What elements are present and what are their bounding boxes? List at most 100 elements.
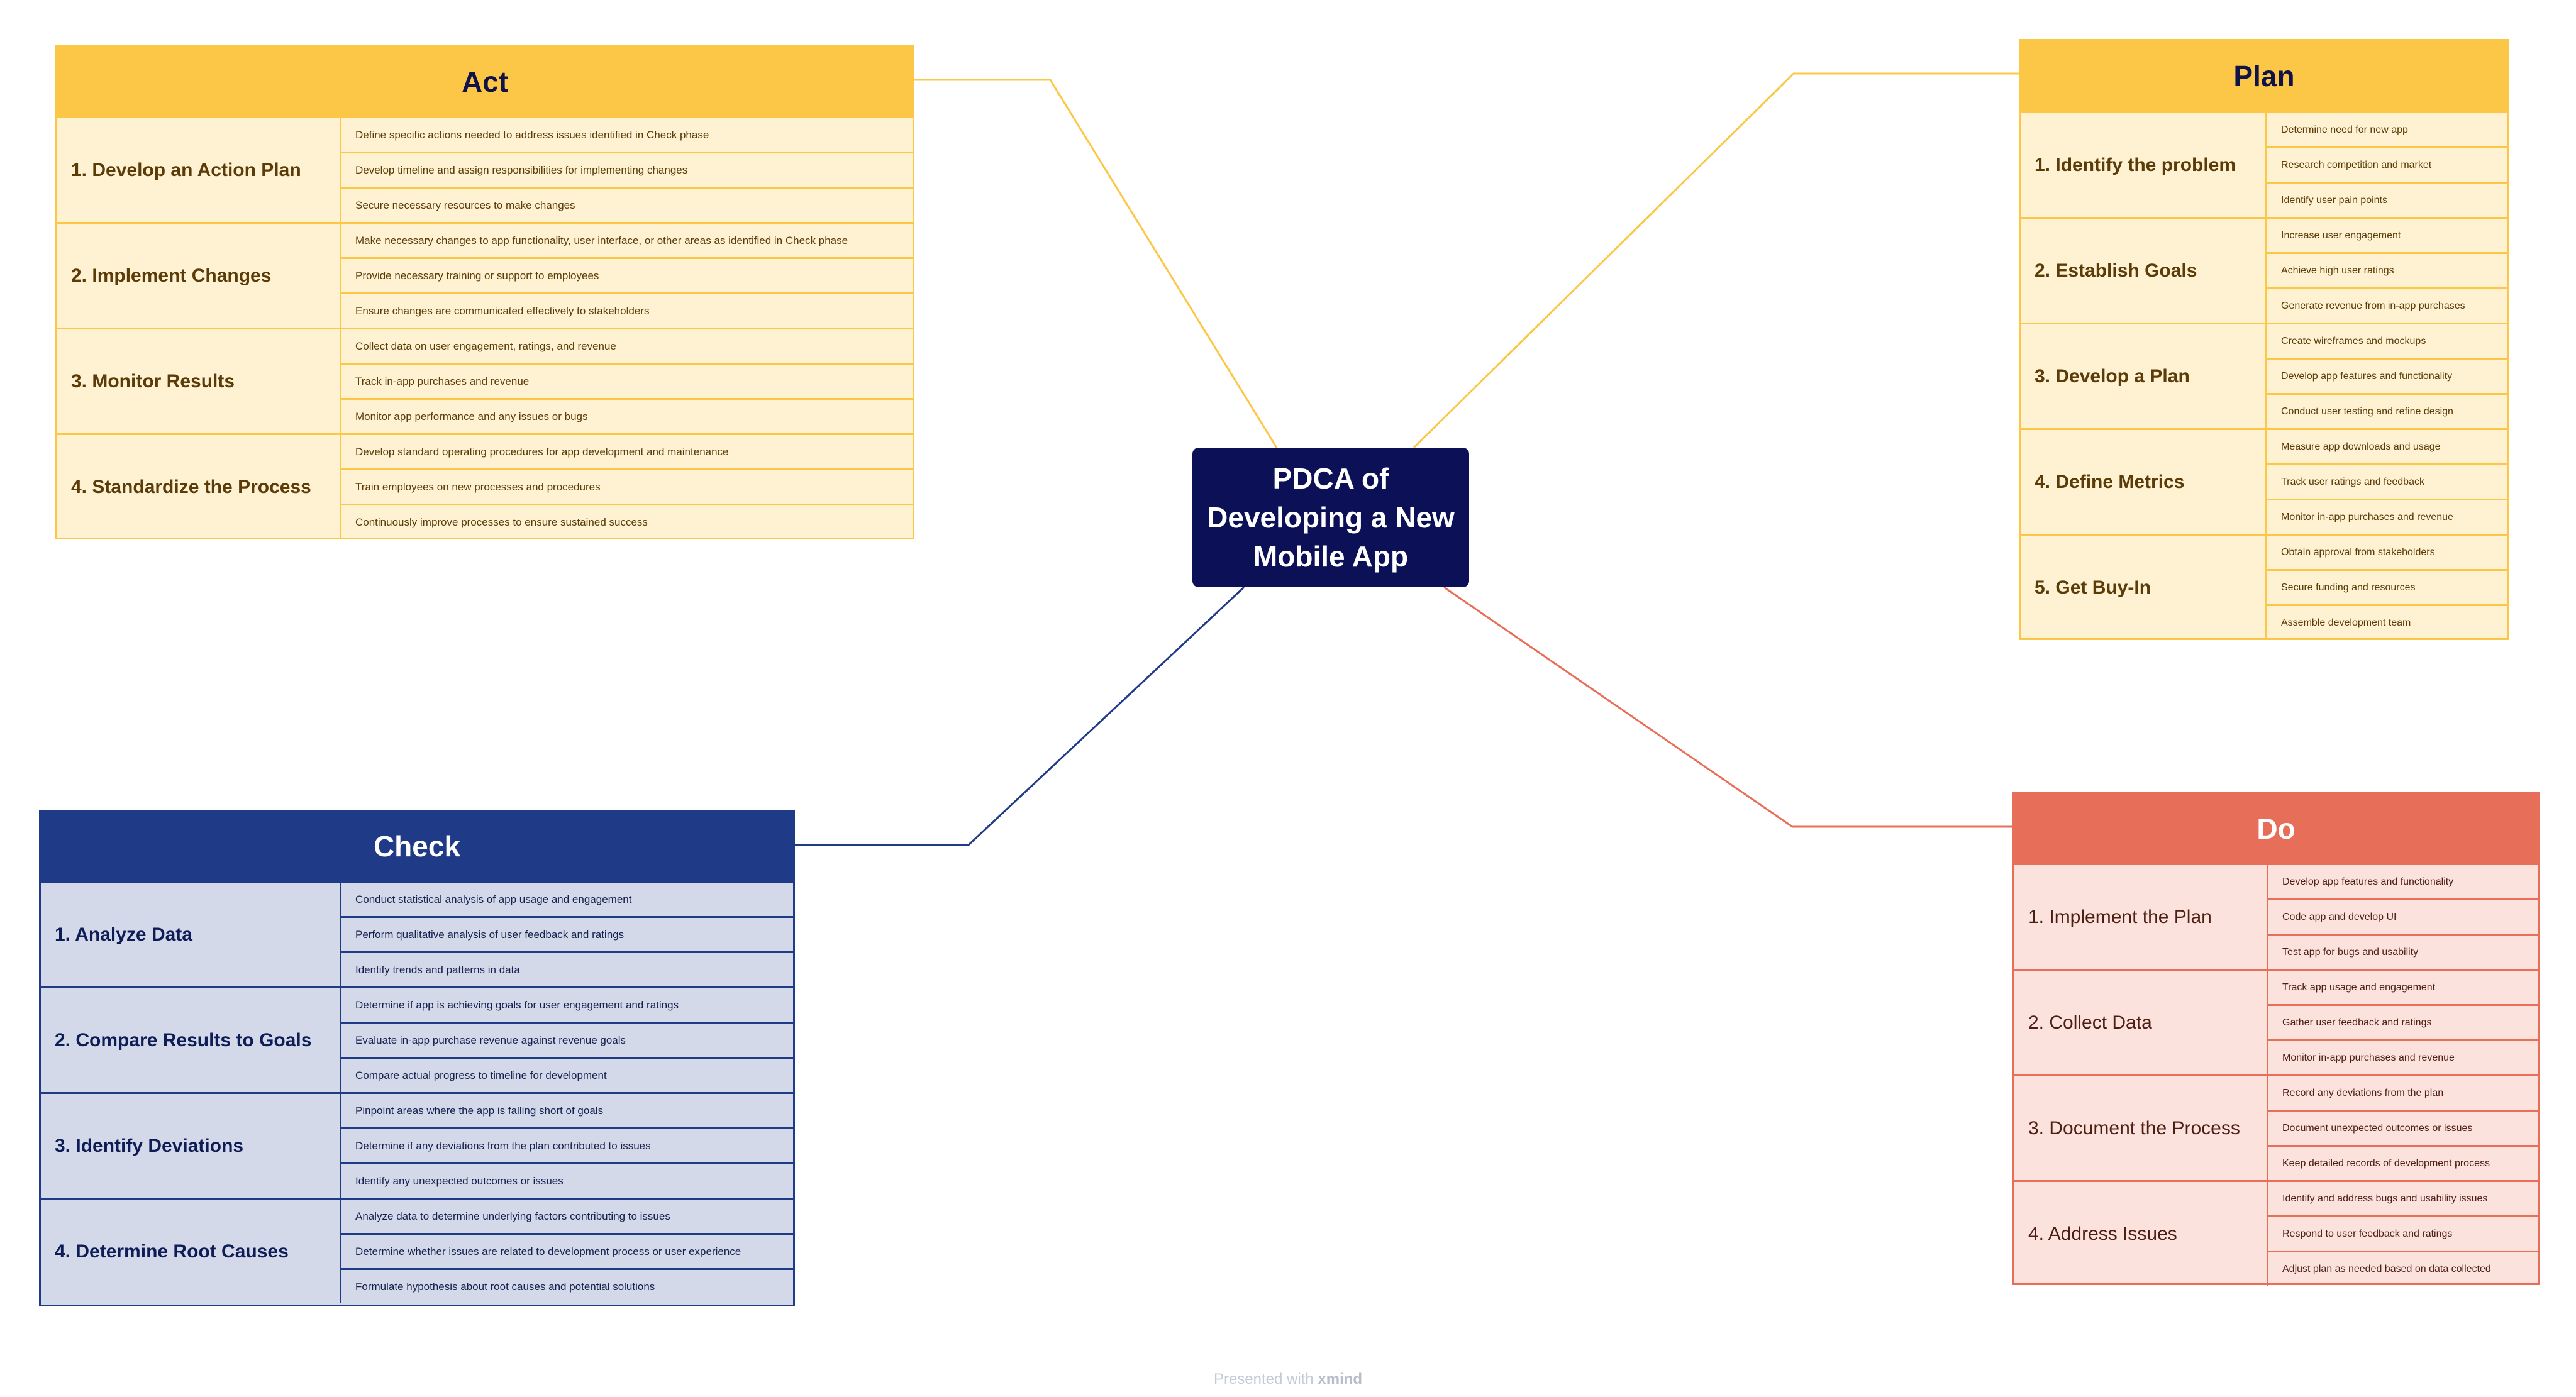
plan-group-title[interactable]: 4. Define Metrics: [2021, 430, 2267, 534]
act-item[interactable]: Continuously improve processes to ensure…: [341, 504, 913, 539]
plan-item[interactable]: Measure app downloads and usage: [2281, 441, 2441, 452]
check-item[interactable]: Determine if app is achieving goals for …: [355, 998, 679, 1011]
act-group: 1. Develop an Action Plan Define specifi…: [57, 116, 913, 222]
check-group: 2. Compare Results to Goals Determine if…: [41, 986, 793, 1092]
act-item[interactable]: Secure necessary resources to make chang…: [341, 187, 913, 222]
check-group-title[interactable]: 3. Identify Deviations: [41, 1094, 341, 1198]
act-group-title[interactable]: 4. Standardize the Process: [57, 435, 341, 539]
plan-group: 4. Define Metrics Measure app downloads …: [2021, 428, 2507, 534]
do-item[interactable]: Respond to user feedback and ratings: [2268, 1215, 2538, 1251]
do-group-title[interactable]: 4. Address Issues: [2014, 1182, 2268, 1286]
plan-item[interactable]: Secure funding and resources: [2267, 569, 2507, 604]
do-panel-title[interactable]: Do: [2014, 794, 2538, 863]
check-item[interactable]: Formulate hypothesis about root causes a…: [341, 1268, 793, 1303]
plan-item[interactable]: Create wireframes and mockups: [2281, 335, 2426, 346]
check-item[interactable]: Determine whether issues are related to …: [341, 1233, 793, 1268]
act-panel-title[interactable]: Act: [57, 47, 913, 116]
plan-item[interactable]: Generate revenue from in-app purchases: [2267, 287, 2507, 323]
do-item[interactable]: Test app for bugs and usability: [2268, 934, 2538, 969]
act-item[interactable]: Train employees on new processes and pro…: [341, 468, 913, 504]
check-panel-title[interactable]: Check: [41, 812, 793, 881]
do-group: 3. Document the Process Record any devia…: [2014, 1074, 2538, 1180]
do-item[interactable]: Keep detailed records of development pro…: [2268, 1145, 2538, 1180]
check-panel[interactable]: Check 1. Analyze Data Conduct statistica…: [39, 810, 795, 1306]
check-group: 3. Identify Deviations Pinpoint areas wh…: [41, 1092, 793, 1198]
do-group-title[interactable]: 2. Collect Data: [2014, 971, 2268, 1074]
act-item[interactable]: Develop timeline and assign responsibili…: [341, 152, 913, 187]
do-panel[interactable]: Do 1. Implement the Plan Develop app fea…: [2012, 792, 2540, 1286]
connector-check: [795, 586, 1245, 846]
do-item[interactable]: Adjust plan as needed based on data coll…: [2268, 1251, 2538, 1286]
check-group-title[interactable]: 4. Determine Root Causes: [41, 1200, 341, 1303]
connector-do: [1443, 586, 2012, 828]
check-item[interactable]: Determine if any deviations from the pla…: [341, 1127, 793, 1162]
check-item[interactable]: Compare actual progress to timeline for …: [341, 1057, 793, 1092]
plan-item[interactable]: Develop app features and functionality: [2267, 358, 2507, 393]
plan-item[interactable]: Research competition and market: [2267, 146, 2507, 182]
do-item[interactable]: Identify and address bugs and usability …: [2282, 1193, 2488, 1204]
act-item[interactable]: Track in-app purchases and revenue: [341, 363, 913, 398]
act-group: 2. Implement Changes Make necessary chan…: [57, 222, 913, 328]
act-item[interactable]: Define specific actions needed to addres…: [355, 128, 709, 141]
do-item[interactable]: Document unexpected outcomes or issues: [2268, 1110, 2538, 1145]
act-group-title[interactable]: 3. Monitor Results: [57, 329, 341, 433]
do-item[interactable]: Monitor in-app purchases and revenue: [2268, 1039, 2538, 1074]
plan-item[interactable]: Assemble development team: [2267, 604, 2507, 639]
xmind-logo: xmind: [1318, 1371, 1363, 1388]
check-item[interactable]: Conduct statistical analysis of app usag…: [355, 893, 632, 905]
plan-group-title[interactable]: 3. Develop a Plan: [2021, 324, 2267, 428]
act-group-title[interactable]: 2. Implement Changes: [57, 224, 341, 328]
check-item[interactable]: Identify any unexpected outcomes or issu…: [341, 1162, 793, 1198]
plan-group-title[interactable]: 2. Establish Goals: [2021, 219, 2267, 323]
plan-group: 5. Get Buy-In Obtain approval from stake…: [2021, 534, 2507, 639]
footer-credit: Presented with xmind: [0, 1371, 2576, 1388]
plan-item[interactable]: Achieve high user ratings: [2267, 252, 2507, 287]
plan-group: 3. Develop a Plan Create wireframes and …: [2021, 323, 2507, 428]
act-panel[interactable]: Act 1. Develop an Action Plan Define spe…: [55, 45, 914, 539]
plan-item[interactable]: Identify user pain points: [2267, 182, 2507, 217]
connector-plan: [1413, 72, 2019, 449]
plan-item[interactable]: Conduct user testing and refine design: [2267, 393, 2507, 428]
act-item[interactable]: Monitor app performance and any issues o…: [341, 398, 913, 433]
check-group-title[interactable]: 1. Analyze Data: [41, 883, 341, 986]
act-item[interactable]: Develop standard operating procedures fo…: [355, 445, 729, 458]
do-item[interactable]: Develop app features and functionality: [2282, 876, 2454, 887]
do-item[interactable]: Code app and develop UI: [2268, 898, 2538, 934]
plan-item[interactable]: Track user ratings and feedback: [2267, 463, 2507, 499]
act-item[interactable]: Provide necessary training or support to…: [341, 257, 913, 292]
do-item[interactable]: Record any deviations from the plan: [2282, 1087, 2444, 1098]
connector-act: [914, 79, 1278, 448]
check-group: 1. Analyze Data Conduct statistical anal…: [41, 881, 793, 986]
do-group: 4. Address Issues Identify and address b…: [2014, 1180, 2538, 1286]
plan-group-title[interactable]: 5. Get Buy-In: [2021, 536, 2267, 639]
plan-item[interactable]: Increase user engagement: [2281, 229, 2401, 241]
do-item[interactable]: Gather user feedback and ratings: [2268, 1004, 2538, 1039]
do-group-title[interactable]: 1. Implement the Plan: [2014, 865, 2268, 969]
do-group-title[interactable]: 3. Document the Process: [2014, 1076, 2268, 1180]
check-item[interactable]: Perform qualitative analysis of user fee…: [341, 916, 793, 951]
plan-panel[interactable]: Plan 1. Identify the problem Determine n…: [2019, 39, 2509, 640]
act-item[interactable]: Ensure changes are communicated effectiv…: [341, 292, 913, 328]
plan-item[interactable]: Monitor in-app purchases and revenue: [2267, 499, 2507, 534]
do-item[interactable]: Track app usage and engagement: [2282, 981, 2436, 993]
check-item[interactable]: Pinpoint areas where the app is falling …: [355, 1104, 604, 1117]
plan-item[interactable]: Determine need for new app: [2281, 124, 2408, 135]
central-topic[interactable]: PDCA of Developing a New Mobile App: [1192, 448, 1469, 587]
check-group-title[interactable]: 2. Compare Results to Goals: [41, 988, 341, 1092]
act-group: 3. Monitor Results Collect data on user …: [57, 328, 913, 433]
act-item[interactable]: Make necessary changes to app functional…: [355, 234, 848, 246]
check-item[interactable]: Identify trends and patterns in data: [341, 951, 793, 986]
act-item[interactable]: Collect data on user engagement, ratings…: [355, 340, 616, 352]
check-item[interactable]: Evaluate in-app purchase revenue against…: [341, 1022, 793, 1057]
do-group: 2. Collect Data Track app usage and enga…: [2014, 969, 2538, 1074]
act-group-title[interactable]: 1. Develop an Action Plan: [57, 118, 341, 222]
plan-group: 2. Establish Goals Increase user engagem…: [2021, 217, 2507, 323]
plan-item[interactable]: Obtain approval from stakeholders: [2281, 546, 2435, 558]
act-group: 4. Standardize the Process Develop stand…: [57, 433, 913, 539]
check-item[interactable]: Analyze data to determine underlying fac…: [355, 1210, 670, 1222]
plan-group: 1. Identify the problem Determine need f…: [2021, 111, 2507, 217]
do-group: 1. Implement the Plan Develop app featur…: [2014, 863, 2538, 969]
plan-panel-title[interactable]: Plan: [2021, 41, 2507, 111]
plan-group-title[interactable]: 1. Identify the problem: [2021, 113, 2267, 217]
